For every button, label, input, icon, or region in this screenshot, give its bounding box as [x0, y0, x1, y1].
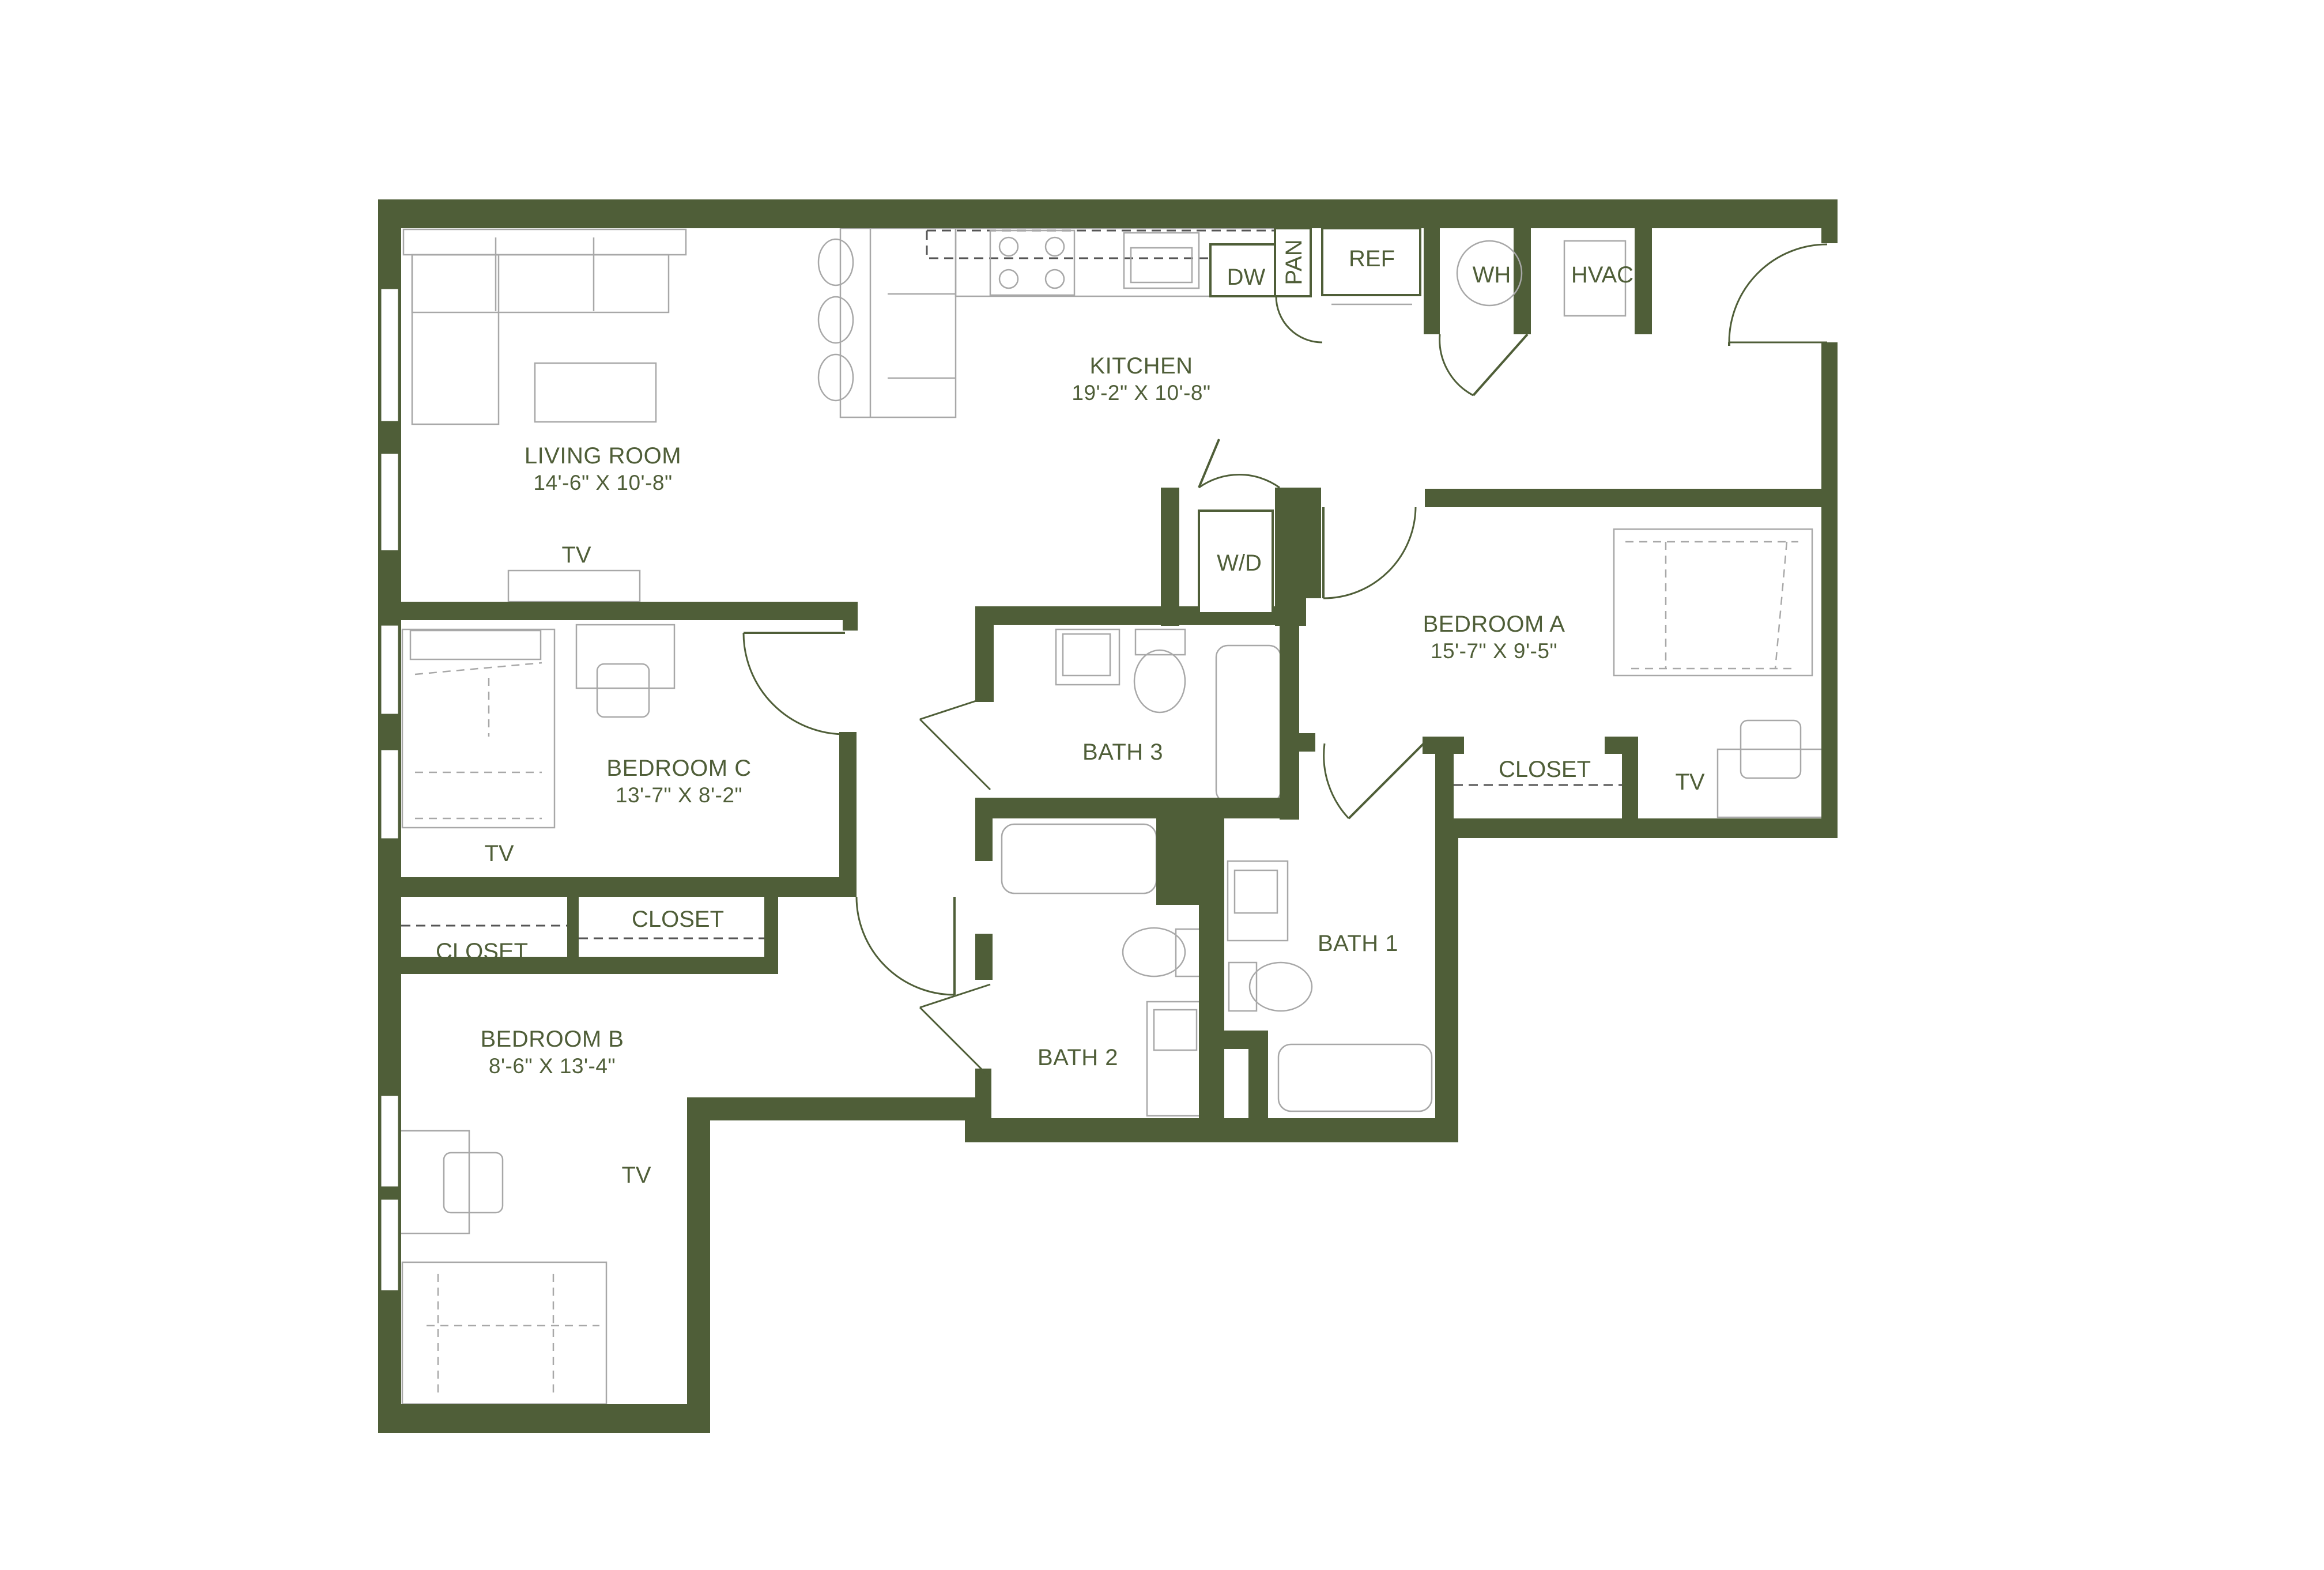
burner: [1044, 236, 1065, 257]
hvac-unit: [1563, 240, 1627, 317]
doors: [742, 243, 1828, 1079]
door-entry: [1728, 243, 1828, 344]
label-pan: PAN: [1281, 239, 1307, 285]
bed-a: [1613, 528, 1813, 677]
room-dims-living-room: 14'-6" X 10'-8": [533, 471, 672, 495]
door-bedroom-b: [855, 896, 955, 996]
room-name-bath-3: BATH 3: [1082, 739, 1163, 765]
kitchen-island: [839, 227, 957, 418]
vanity-bath3: [1055, 628, 1120, 686]
label-closet-a: CLOSET: [1499, 757, 1591, 782]
label-wh: WH: [1473, 262, 1511, 288]
room-name-bedroom-c: BEDROOM C: [606, 756, 751, 781]
vanity-bath1: [1227, 860, 1289, 942]
label-tv-c: TV: [484, 841, 514, 866]
burner: [998, 269, 1019, 289]
toilet-bath1: [1248, 961, 1313, 1012]
kitchen-sink: [1123, 232, 1200, 289]
label-tv-living: TV: [561, 542, 591, 568]
burner: [998, 236, 1019, 257]
desk-b: [397, 1130, 470, 1235]
room-name-bath-1: BATH 1: [1318, 931, 1398, 956]
washer-dryer: [1198, 510, 1274, 614]
pantry: [1274, 227, 1312, 297]
closet-shelves: [401, 784, 1622, 939]
room-name-bath-2: BATH 2: [1038, 1045, 1118, 1070]
label-wd: W/D: [1217, 550, 1262, 576]
door-wh: [1439, 334, 1474, 397]
room-dims-bedroom-a: 15'-7" X 9'-5": [1431, 639, 1557, 663]
sofa: [411, 254, 670, 314]
tub-bath1: [1277, 1043, 1433, 1112]
burner: [1044, 269, 1065, 289]
dishwasher: [1209, 243, 1276, 297]
walls: [378, 199, 1838, 1433]
toilet-bath3: [1133, 649, 1186, 714]
bar-stool: [817, 353, 854, 402]
chair-b: [443, 1152, 504, 1214]
room-dims-kitchen: 19'-2" X 10'-8": [1072, 381, 1210, 405]
appliances: [1198, 227, 1627, 614]
door-bedroom-c: [742, 632, 846, 735]
room-name-bedroom-b: BEDROOM B: [481, 1026, 624, 1052]
refrigerator: [1321, 227, 1421, 296]
sofa-chaise: [411, 254, 500, 425]
label-ref: REF: [1349, 246, 1395, 271]
labels: KITCHEN 19'-2" X 10'-8" LIVING ROOM 14'-…: [436, 239, 1705, 1188]
bed-b: [401, 1261, 608, 1405]
tv-stand-living: [507, 569, 641, 603]
door-bath-3: [919, 718, 991, 791]
windows: [379, 287, 400, 1292]
bed-c: [401, 628, 556, 829]
tub-bath2: [1001, 823, 1157, 895]
label-hvac: HVAC: [1571, 262, 1633, 288]
bar-stool: [817, 296, 854, 344]
desk-a: [1716, 748, 1834, 818]
room-name-bedroom-a: BEDROOM A: [1423, 612, 1565, 637]
label-tv-a: TV: [1675, 769, 1704, 795]
desk-c: [575, 624, 676, 689]
vanity-bath2: [1146, 1001, 1208, 1117]
room-name-living-room: LIVING ROOM: [525, 443, 681, 469]
door-bath-1: [1323, 743, 1350, 820]
coffee-table: [534, 362, 657, 423]
label-closet-b: CLOSET: [436, 939, 528, 964]
room-name-kitchen: KITCHEN: [1089, 353, 1193, 379]
room-dims-bedroom-c: 13'-7" X 8'-2": [616, 783, 742, 807]
door-pantry: [1275, 296, 1323, 344]
chair-a: [1740, 719, 1802, 779]
bar-stool: [817, 238, 854, 286]
label-dw: DW: [1227, 265, 1266, 290]
label-closet-c: CLOSET: [632, 907, 724, 932]
room-dims-bedroom-b: 8'-6" X 13'-4": [489, 1054, 616, 1078]
water-heater: [1456, 240, 1523, 307]
tub-bath3: [1215, 644, 1282, 803]
sofa-back: [402, 228, 687, 256]
door-wd: [1198, 474, 1280, 489]
label-tv-b: TV: [621, 1163, 651, 1188]
chair-c: [596, 663, 650, 718]
door-bath-2: [919, 1006, 991, 1079]
toilet-bath2: [1122, 927, 1186, 978]
door-bedroom-a: [1323, 507, 1417, 599]
